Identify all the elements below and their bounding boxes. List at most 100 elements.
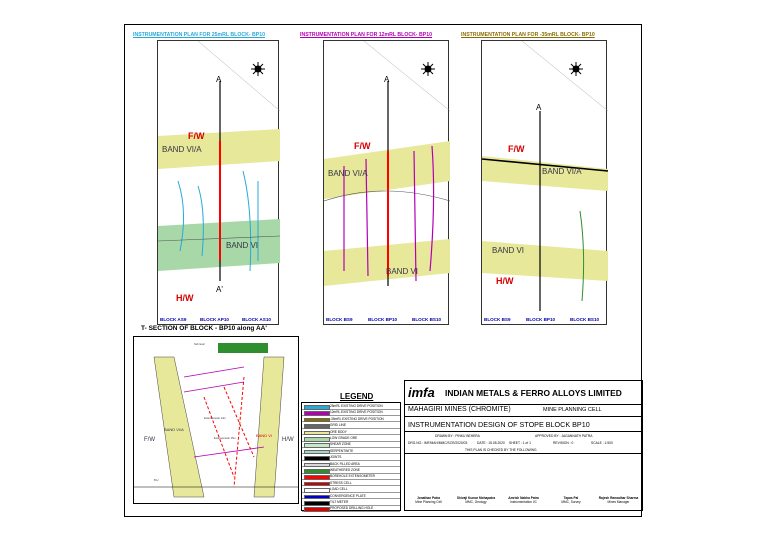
block-label: BLOCK BS9	[484, 317, 511, 322]
panel-title-12mrl: INSTRUMENTATION PLAN FOR 12mRL BLOCK- BP…	[300, 32, 432, 38]
legend-item: -35mRL EXISTING DRIVE POSITION	[302, 416, 400, 423]
legend-swatch	[304, 424, 330, 429]
signatory-role: MMC, Survey	[561, 500, 581, 504]
drawing-title: INSTRUMENTATION DESIGN OF STOPE BLOCK BP…	[408, 420, 590, 429]
block-label: BLOCK BP10	[526, 317, 556, 322]
drawing-date: DATE : 15.05.2020	[477, 441, 505, 445]
section-marker-a: A	[216, 75, 222, 84]
drawing-title-row: INSTRUMENTATION DESIGN OF STOPE BLOCK BP…	[405, 417, 642, 432]
fw-label: F/W	[188, 131, 205, 141]
cell-name: MINE PLANNING CELL	[543, 407, 602, 413]
band-bottom-label: BAND VI	[492, 246, 525, 255]
sheet-number: SHEET : 1 of 1	[509, 441, 531, 445]
legend-label: CONVERGENCE PLATE	[330, 493, 366, 498]
section-svg	[134, 343, 298, 498]
section-note: B.H	[154, 479, 159, 482]
panel-title-35mrl: INSTRUMENTATION PLAN FOR -35mRL BLOCK- B…	[461, 32, 595, 38]
meta-row: DRAWN BY : PINKU BEHERA APPROVED BY : JA…	[405, 432, 642, 454]
band-top-label: BAND VI/A	[542, 167, 582, 176]
legend-swatch	[304, 475, 330, 480]
legend-label: BACK FILLED AREA	[330, 461, 360, 466]
plan-drawing-12mrl	[324, 41, 450, 286]
plan-panel-35mrl: F/W H/W BAND VI/A BAND VI A BLOCK BS9 BL…	[481, 40, 608, 325]
drawing-number: DRG.NO.: IMF/MAH/MMC/SCR/2020/03	[408, 441, 468, 445]
block-label: BLOCK AP10	[200, 317, 229, 322]
signatory-name: Amrish Nabha Patra	[508, 496, 539, 500]
plan-panel-25mrl: F/W H/W BAND VI/A BAND VI A A' BLOCK AS9…	[157, 40, 280, 325]
block-label: BLOCK BP10	[368, 317, 398, 322]
legend-box: 25mRL EXISTING DRIVE POSITION 12mRL EXIST…	[301, 402, 401, 513]
legend-item: 12mRL EXISTING DRIVE POSITION	[302, 409, 400, 417]
legend-label: GRID LINE	[330, 423, 346, 428]
legend-label: LOW GRADE ORE	[330, 436, 358, 440]
legend-swatch	[304, 494, 330, 500]
section-hw-label: H/W	[282, 437, 294, 443]
block-label: BLOCK BS9	[326, 317, 353, 322]
legend-swatch	[304, 411, 330, 416]
legend-item: LOW GRADE ORE	[302, 435, 400, 442]
legend-title: LEGEND	[340, 392, 374, 401]
legend-item: WEATHERED ZONE	[302, 467, 400, 474]
mine-name: MAHAGIRI MINES (CHROMITE)	[408, 406, 511, 413]
block-label: BLOCK AS10	[242, 317, 271, 322]
legend-swatch	[304, 469, 330, 474]
check-note: THIS PLAN IS CHECKED BY THE FOLLOWING	[465, 448, 537, 452]
legend-swatch	[304, 417, 330, 423]
legend-swatch	[304, 437, 330, 442]
block-label: BLOCK BS10	[412, 317, 442, 322]
plan-drawing-25mrl	[158, 41, 280, 281]
legend-label: PROPOSED DRILLING HOLE	[330, 506, 374, 511]
block-label: BLOCK BS10	[570, 317, 600, 322]
section-note: Extensometer 15m	[214, 437, 236, 440]
legend-item: SHEAR ZONE	[302, 441, 400, 449]
scale: SCALE : 1:500	[591, 441, 613, 445]
legend-item: PROPOSED DRILLING HOLE	[302, 505, 400, 513]
company-row: imfa INDIAN METALS & FERRO ALLOYS LIMITE…	[405, 381, 642, 405]
hw-label: H/W	[176, 293, 194, 303]
plan-drawing-35mrl	[482, 41, 608, 311]
section-note: Extensometer 14m	[204, 417, 226, 420]
legend-swatch	[304, 507, 330, 512]
legend-item: STRESS CELL	[302, 480, 400, 487]
legend-swatch	[304, 501, 330, 506]
drawn-by: DRAWN BY : PINKU BEHERA	[435, 434, 480, 438]
legend-item: CONVERGENCE PLATE	[302, 493, 400, 500]
title-block: imfa INDIAN METALS & FERRO ALLOYS LIMITE…	[404, 380, 643, 511]
legend-item: JOINTS	[302, 454, 400, 461]
legend-item: BOREHOLE EXTENSOMETER	[302, 473, 400, 481]
section-note: Sub level	[194, 343, 205, 346]
band-bottom-label: BAND VI	[386, 267, 419, 276]
legend-label: TILT METER	[330, 500, 349, 504]
signatory-name: Shivaji Kumar Mohapatra	[456, 496, 496, 500]
legend-swatch	[304, 443, 330, 448]
legend-item: ORE BODY	[302, 429, 400, 436]
legend-label: 25mRL EXISTING DRIVE POSITION	[330, 404, 383, 408]
section-drawing: BAND VI/A BAND VI F/W H/W Extensometer 1…	[133, 336, 299, 504]
block-label: BLOCK AS9	[160, 317, 187, 322]
legend-item: TILT METER	[302, 499, 400, 506]
section-band-right: BAND VI	[256, 433, 273, 438]
legend-label: SERPENTINITE	[330, 448, 354, 453]
band-top-label: BAND VI/A	[328, 169, 368, 178]
section-title: T- SECTION OF BLOCK - BP10 along AA'	[141, 325, 267, 332]
legend-swatch	[304, 488, 330, 493]
section-fw-label: F/W	[144, 437, 155, 443]
legend-swatch	[304, 405, 330, 410]
fw-label: F/W	[354, 141, 371, 151]
legend-swatch	[304, 430, 330, 436]
legend-item: BACK FILLED AREA	[302, 461, 400, 468]
band-top-label: BAND VI/A	[162, 145, 202, 154]
legend-swatch	[304, 481, 330, 487]
signatory-role: Mines Manager	[607, 500, 630, 504]
legend-item: SERPENTINITE	[302, 448, 400, 455]
legend-label: JOINTS	[330, 455, 342, 460]
panel-title-25mrl: INSTRUMENTATION PLAN FOR 25mRL BLOCK- BP…	[133, 32, 265, 38]
signatory-role: Mine Planning Cell	[415, 500, 442, 504]
plan-panel-12mrl: F/W BAND VI/A BAND VI A BLOCK BS9 BLOCK …	[323, 40, 450, 325]
legend-label: 12mRL EXISTING DRIVE POSITION	[330, 410, 383, 415]
